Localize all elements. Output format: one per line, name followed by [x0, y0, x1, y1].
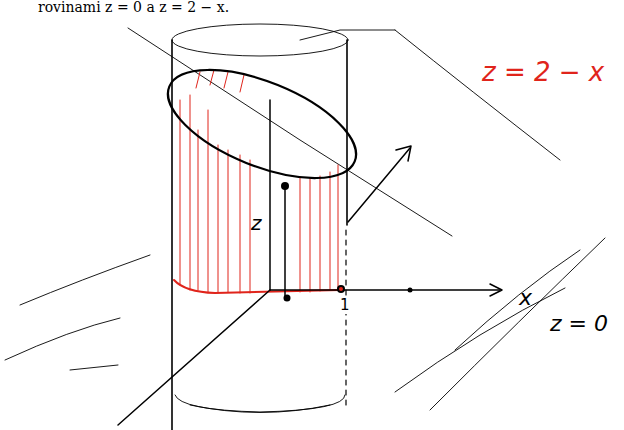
- normal-vector: [348, 148, 410, 222]
- tick-label: 1: [338, 297, 352, 314]
- header-text: rovinami z = 0 a z = 2 − x.: [36, 0, 231, 15]
- cylinder-wall: [171, 40, 173, 430]
- cylinder-bottom: [175, 395, 345, 412]
- axis-label: z: [249, 212, 264, 234]
- x-axis: [270, 289, 500, 291]
- base-curve: [174, 280, 340, 293]
- plane-equation: z = 2 − x: [480, 58, 606, 87]
- cylinder-top: [172, 24, 348, 56]
- cut-ellipse: [154, 48, 371, 201]
- plane-equation: z = 0: [548, 312, 610, 336]
- z-axis: [269, 100, 271, 290]
- points: [281, 182, 413, 302]
- axis-label: x: [517, 286, 534, 310]
- height-line: [284, 186, 286, 296]
- y-axis: [118, 290, 270, 425]
